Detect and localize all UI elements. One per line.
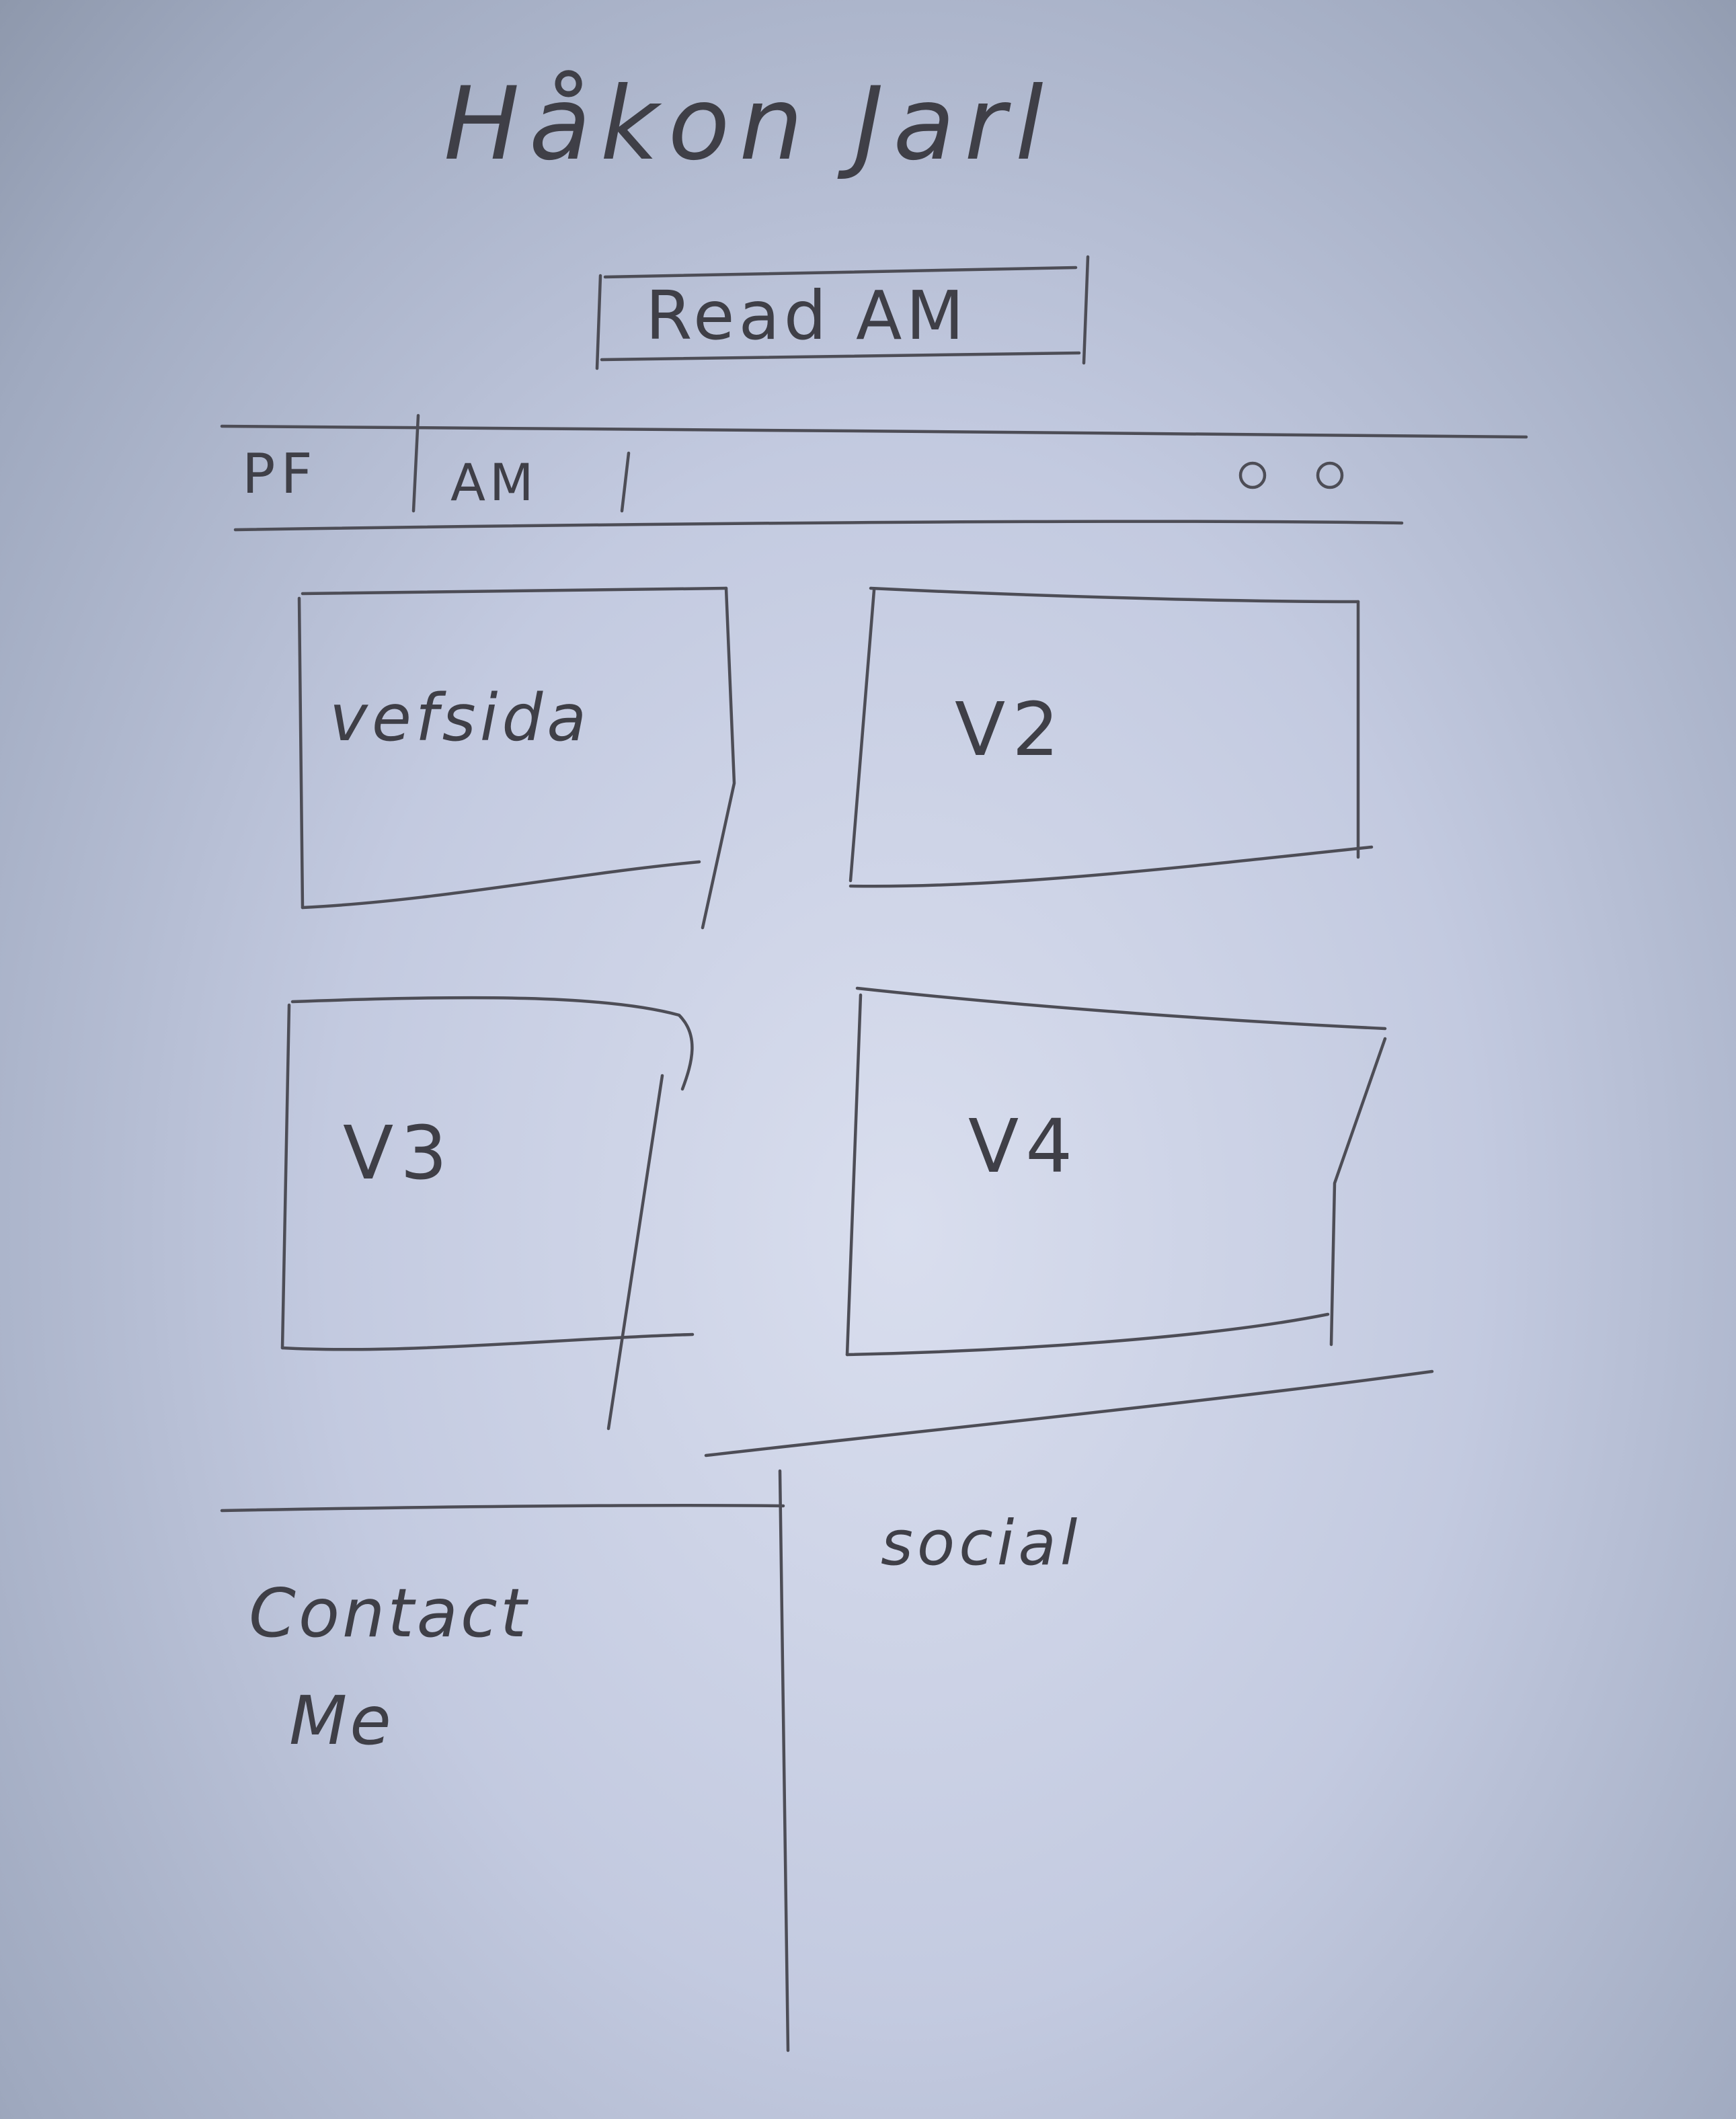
- contact-me-label-line1[interactable]: Contact: [249, 1574, 530, 1652]
- card-label-vefsida: vefsida: [329, 680, 591, 756]
- card-label-v4: V4: [968, 1103, 1080, 1189]
- card-label-v2: V2: [955, 686, 1066, 772]
- site-title: Håkon Jarl: [444, 66, 1053, 183]
- nav-circle-icon-1[interactable]: [1234, 457, 1271, 495]
- footer-column-divider: [778, 1469, 790, 2052]
- footer-divider-curve: [704, 1369, 1434, 1457]
- read-am-button-label: Read AM: [645, 276, 968, 355]
- contact-me-label-line2[interactable]: Me: [289, 1681, 394, 1760]
- card-v2[interactable]: [851, 588, 1362, 887]
- card-v4[interactable]: [847, 988, 1385, 1358]
- nav-item-pf[interactable]: PF: [242, 442, 318, 506]
- social-label[interactable]: social: [881, 1507, 1082, 1579]
- footer-divider: [220, 1504, 785, 1513]
- card-label-v3: V3: [343, 1110, 455, 1196]
- nav-circle-icon-2[interactable]: [1311, 457, 1349, 495]
- nav-item-am[interactable]: AM: [450, 452, 538, 512]
